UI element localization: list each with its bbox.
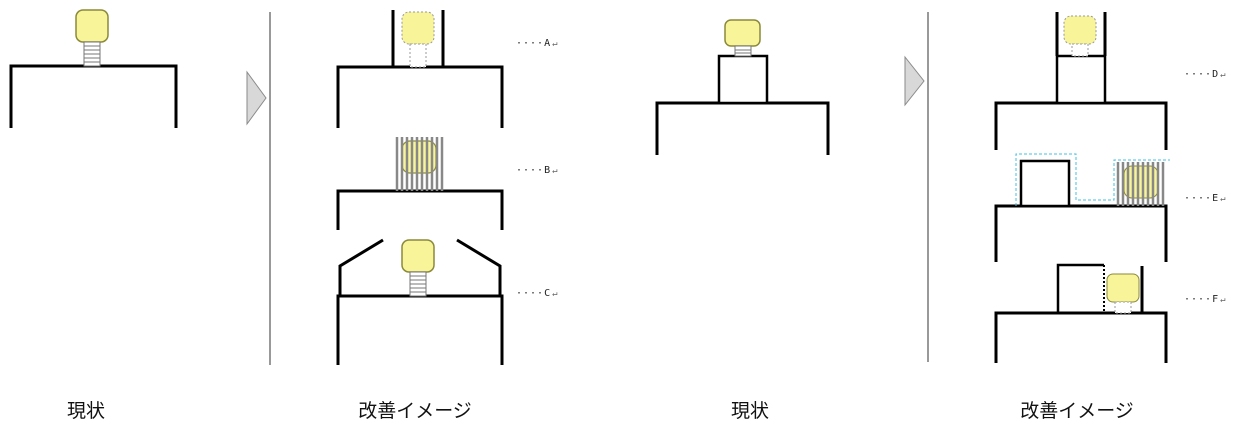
caption-current-right: 現状 [730,400,770,422]
arrow-right-icon [246,70,267,126]
label-c: ····C↵ [516,288,559,299]
option-a-figure [336,10,504,128]
machine-body [655,101,830,155]
caption-current-left: 現状 [66,400,106,422]
arrow-right-icon [904,55,925,107]
label-a: ····A↵ [516,38,559,49]
label-f: ····F↵ [1184,294,1227,305]
knob-icon [401,11,435,45]
raised-block [1019,159,1071,208]
panel-improved-right [994,12,1170,363]
knob-icon [724,19,761,57]
label-e: ····E↵ [1184,193,1227,204]
label-d: ····D↵ [1184,69,1227,80]
option-c-figure [336,238,504,365]
panel-improved-left [336,10,504,365]
option-b-figure [336,137,504,230]
knob-icon [1063,15,1097,45]
label-b: ····B↵ [516,165,559,176]
panel-current-right [655,19,830,155]
knob-icon [75,9,109,67]
option-f-figure [994,263,1168,363]
machine-body [9,64,178,128]
knob-icon [401,239,435,273]
knob-icon [1106,273,1140,303]
option-d-figure [994,12,1168,150]
panel-current-left [9,9,178,128]
raised-block [717,54,769,105]
caption-improved-left: 改善イメージ [358,400,472,422]
option-e-figure [994,153,1170,262]
caption-improved-right: 改善イメージ [1020,400,1134,422]
